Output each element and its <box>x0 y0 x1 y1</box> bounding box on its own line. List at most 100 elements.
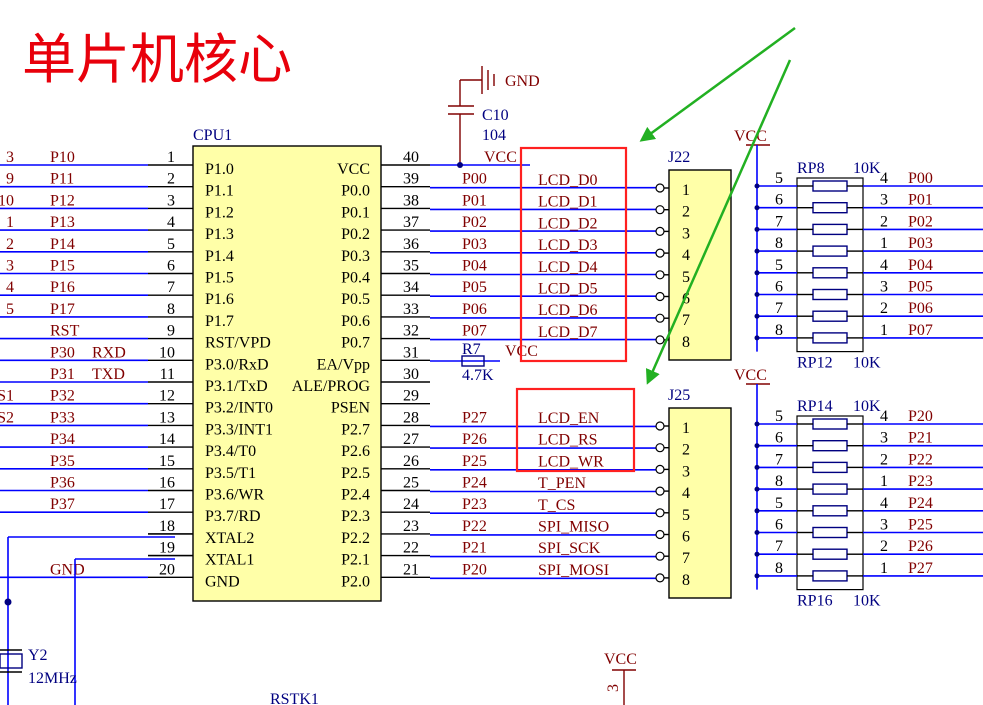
cpu-pin-number: 4 <box>167 214 175 231</box>
cpu-pin-number: 25 <box>403 475 419 492</box>
connector-net-label: LCD_D2 <box>538 215 598 232</box>
cpu-pin-number: 20 <box>159 561 175 578</box>
connector-pin-number: 5 <box>682 269 690 286</box>
connector-pin-number: 6 <box>682 291 690 308</box>
net-label: P03 <box>908 235 933 252</box>
cpu-pin-name: P2.5 <box>341 465 370 482</box>
cpu-pin-number: 23 <box>403 518 419 535</box>
cpu-pin-number: 21 <box>403 561 419 578</box>
cpu-pin-number: 13 <box>159 409 175 426</box>
net-label: P36 <box>50 475 75 492</box>
connector-net-label: SPI_MISO <box>538 519 609 536</box>
net-label: P23 <box>908 473 933 490</box>
net-label: VCC <box>484 149 517 166</box>
highlight-data-bus <box>519 146 628 363</box>
net-label-clipped: 10 <box>0 192 14 209</box>
rpack-pin-number: 1 <box>880 235 888 252</box>
rpack-ref: RP14 <box>797 398 833 415</box>
net-label: P26 <box>462 431 487 448</box>
connector-pin-number: 3 <box>682 463 690 480</box>
rpack-value: 10K <box>853 160 881 177</box>
cpu-pin-name: P1.1 <box>205 183 234 200</box>
net-label: P31 <box>50 366 75 383</box>
net-label: P21 <box>908 430 933 447</box>
cpu-pin-name: P2.3 <box>341 508 370 525</box>
rpack-pin-number: 3 <box>880 279 888 296</box>
connector-net-label: T_CS <box>538 497 575 514</box>
cpu-body <box>192 145 382 602</box>
cpu-pin-name: P3.5/T1 <box>205 465 256 482</box>
connector-net-label: LCD_WR <box>538 453 604 470</box>
net-label-clipped: 3 <box>6 258 14 275</box>
rpack-pin-number: 8 <box>775 560 783 577</box>
cpu-pin-name: P2.4 <box>341 487 370 504</box>
connector-net-label: LCD_D5 <box>538 281 598 298</box>
rpack-pin-number: 2 <box>880 538 888 555</box>
net-label-clipped: 3 <box>6 149 14 166</box>
net-label: P15 <box>50 258 75 275</box>
rpack-pin-number: 2 <box>880 451 888 468</box>
net-label: P07 <box>908 322 933 339</box>
connector-pin-number: 7 <box>682 312 690 329</box>
connector-pin-number: 1 <box>682 420 690 437</box>
connector-net-label: LCD_D4 <box>538 259 598 276</box>
cpu-pin-number: 30 <box>403 366 419 383</box>
cpu-pin-name: P2.1 <box>341 552 370 569</box>
cpu-pin-name: P3.2/INT0 <box>205 400 273 417</box>
connector-net-label: T_PEN <box>538 475 586 492</box>
cpu-pin-name: P2.6 <box>341 443 370 460</box>
cpu-pin-name: P3.0/RxD <box>205 356 269 373</box>
net-label-clipped: S1 <box>0 388 14 405</box>
rpack-pin-number: 4 <box>880 495 888 512</box>
rpack-pin-number: 5 <box>775 257 783 274</box>
net-label: P27 <box>462 409 487 426</box>
connector-pin-number: 1 <box>682 182 690 199</box>
rpack-pin-number: 6 <box>775 430 783 447</box>
rpack-ref: RP8 <box>797 160 825 177</box>
cpu-pin-name: P0.4 <box>341 270 370 287</box>
cpu-pin-number: 6 <box>167 258 175 275</box>
cpu-pin-number: 33 <box>403 301 419 318</box>
cpu-pin-name: P1.7 <box>205 313 234 330</box>
net-label: P01 <box>462 192 487 209</box>
cpu-left-pins: 1P1.0P1032P1.1P1193P1.2P12104P1.3P1315P1… <box>0 149 273 590</box>
cpu-pin-number: 36 <box>403 236 419 253</box>
net-label-clipped: 9 <box>6 171 14 188</box>
reset-pin-label: 3 <box>605 684 622 692</box>
net-label: RST <box>50 323 80 340</box>
cpu-pin-number: 19 <box>159 540 175 557</box>
cpu-pin-number: 35 <box>403 258 419 275</box>
cpu-pin-name: P3.1/TxD <box>205 378 268 395</box>
net-label: P25 <box>908 517 933 534</box>
cpu-pin-name: P3.6/WR <box>205 487 264 504</box>
cpu-pin-name: XTAL1 <box>205 552 254 569</box>
connector-pin-number: 4 <box>682 247 690 264</box>
vcc-label: VCC <box>734 128 767 145</box>
net-label: P04 <box>908 257 933 274</box>
cpu-pin-number: 14 <box>159 431 175 448</box>
net-label: P07 <box>462 323 487 340</box>
cpu-pin-name: P0.6 <box>341 313 370 330</box>
rpack-pin-number: 8 <box>775 322 783 339</box>
cpu-pin-name: P3.3/INT1 <box>205 421 273 438</box>
cpu-pin-name: RST/VPD <box>205 335 271 352</box>
net-label: P22 <box>462 518 487 535</box>
net-label: P05 <box>462 279 487 296</box>
net-alias: RXD <box>92 344 126 361</box>
net-label: P30 <box>50 344 75 361</box>
net-label: P26 <box>908 538 933 555</box>
connector-net-label: LCD_D7 <box>538 324 598 341</box>
rpack-pin-number: 5 <box>775 170 783 187</box>
rpack-ref: RP12 <box>797 355 833 372</box>
cpu-pin-number: 9 <box>167 323 175 340</box>
net-label: P10 <box>50 149 75 166</box>
cpu-pin-name: P0.2 <box>341 226 370 243</box>
connector-net-label: LCD_D3 <box>538 237 598 254</box>
crystal-value: 12MHz <box>28 670 77 687</box>
cpu-pin-name: P0.7 <box>341 335 370 352</box>
cpu-pin-number: 12 <box>159 388 175 405</box>
cpu-pin-name: P1.0 <box>205 161 234 178</box>
net-label: P20 <box>908 408 933 425</box>
rpack-pin-number: 2 <box>880 300 888 317</box>
